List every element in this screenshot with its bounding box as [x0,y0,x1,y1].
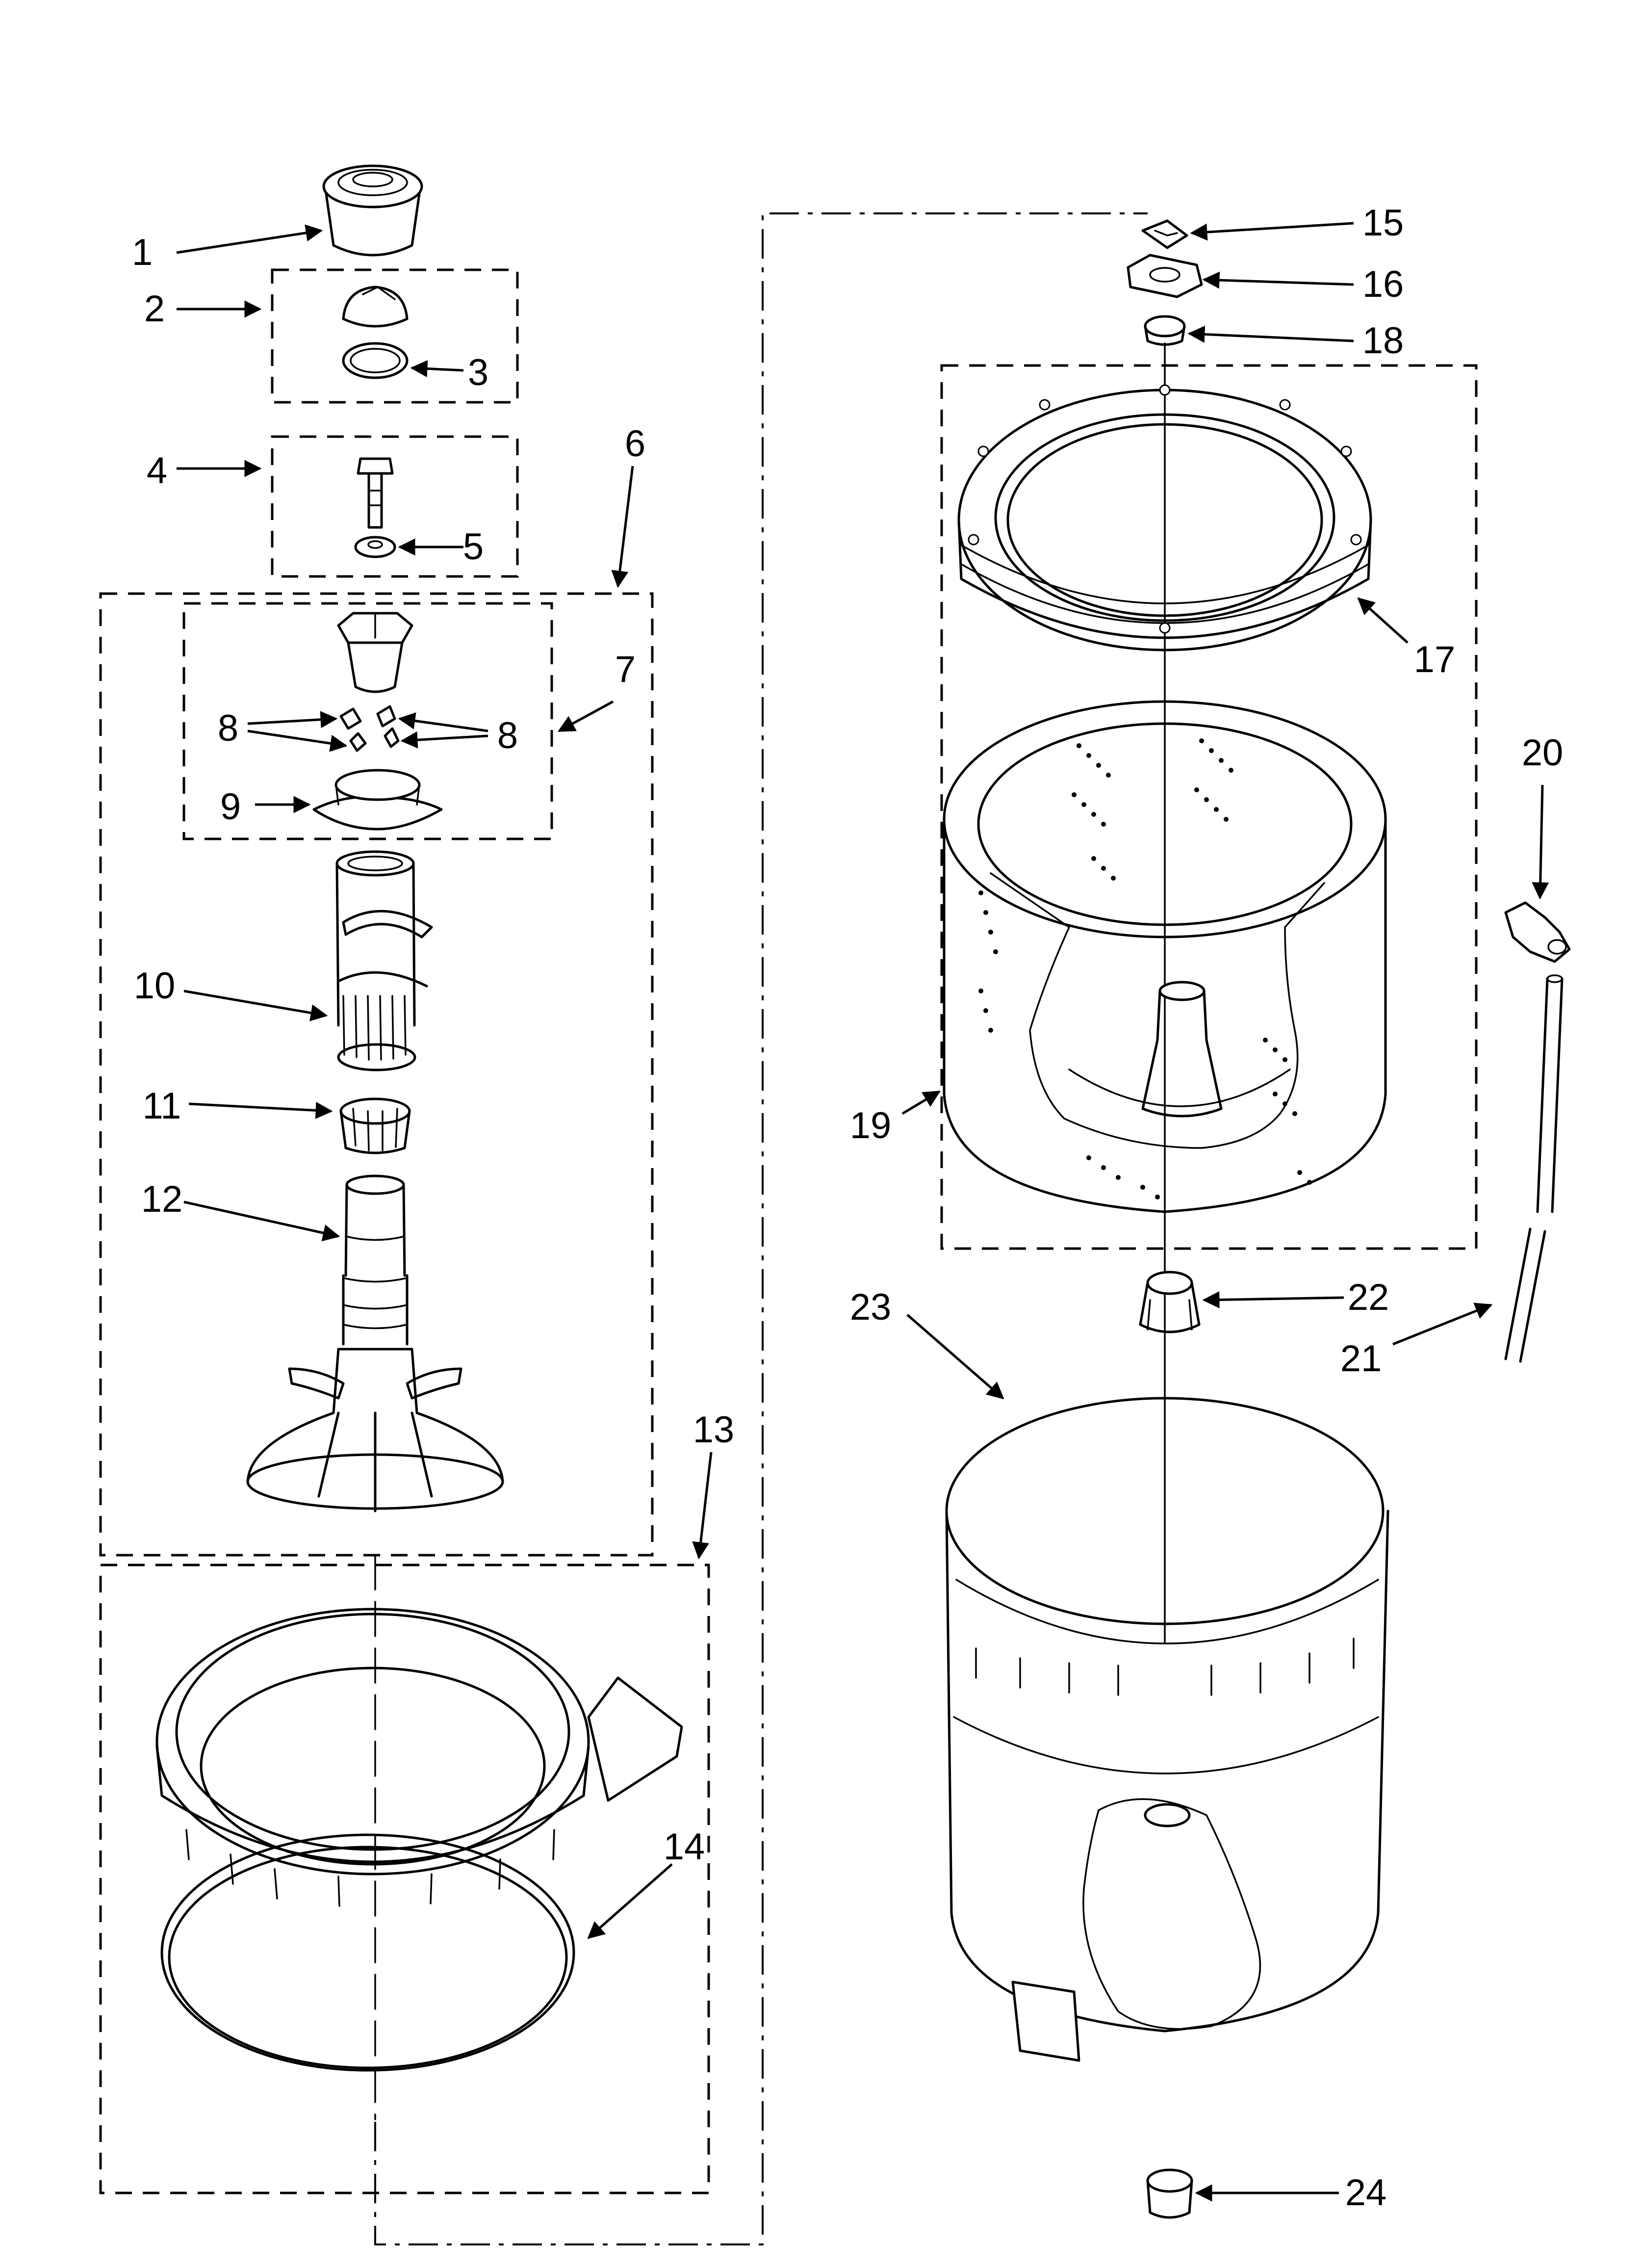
leader-23 [906,1314,1004,1400]
leader-3 [410,360,464,377]
callout-3: 3 [468,352,488,393]
part-11-coupler [339,1097,411,1154]
part-3-o-ring [342,342,409,379]
callout-18: 18 [1362,320,1404,362]
part-1-cap [322,164,423,257]
part-22-coupling [1139,1271,1201,1333]
callout-20: 20 [1522,732,1564,774]
callout-16: 16 [1362,263,1404,305]
part-8-dogs [339,705,400,752]
part-21-hose [1504,974,1564,1363]
leader-7 [557,700,614,732]
part-13-tub-ring [155,1608,683,1907]
leader-15 [1190,222,1354,241]
leader-1 [176,224,323,254]
part-20-hose-clip [1504,901,1571,963]
callout-22: 22 [1348,1277,1389,1318]
group-box-2-3 [271,268,519,404]
part-5-washer [354,536,396,558]
callout-21: 21 [1340,1338,1382,1380]
callout-14: 14 [664,1826,705,1868]
callout-7: 7 [615,649,636,690]
callout-13: 13 [693,1409,735,1451]
leader-6 [611,466,634,588]
callout-10: 10 [134,965,176,1007]
callout-8-right: 8 [497,715,518,756]
leader-16 [1202,271,1354,289]
leader-11 [188,1101,333,1119]
leader-18 [1187,325,1354,343]
leader-19 [901,1090,941,1115]
callout-23: 23 [850,1286,892,1328]
callout-5: 5 [463,526,484,568]
leader-20 [1532,784,1549,900]
part-23-outer-tub [945,1397,1389,2062]
leader-17 [1357,597,1409,644]
part-17-balance-ring [957,384,1372,652]
callout-4: 4 [147,450,167,492]
part-10-auger [335,850,433,1071]
part-2-cover [342,286,409,328]
leader-21 [1392,1303,1493,1346]
leader-13 [692,1452,713,1560]
leader-22 [1202,1291,1344,1308]
callout-11: 11 [143,1085,181,1127]
callout-24: 24 [1345,2172,1387,2214]
assembly-path-line [374,212,1148,2245]
part-9-retainer [312,769,443,831]
callout-1: 1 [132,232,153,273]
part-19-basket [943,700,1387,1213]
callout-2: 2 [144,288,165,330]
part-12-agitator-base [246,1174,504,1512]
callout-9: 9 [220,786,241,828]
callout-17: 17 [1414,639,1456,680]
callout-15: 15 [1362,202,1404,244]
part-16-nut-plate [1127,254,1203,298]
group-box-17-19 [940,364,1478,1250]
callout-8-left: 8 [218,707,238,749]
part-14-seal-ring [160,1833,575,2072]
leader-10 [183,990,328,1021]
callout-12: 12 [141,1178,183,1220]
callout-19: 19 [850,1105,892,1147]
part-15-clip [1141,219,1188,249]
part-4-bolt [357,457,394,529]
leader-12 [183,1200,340,1242]
leader-8a2 [247,730,348,752]
leader-14 [587,1863,673,1939]
leader-8b [398,712,488,732]
part-7-agitator-cap [337,612,413,693]
group-box-4-5 [271,435,519,578]
callout-6: 6 [625,423,645,465]
leader-8b2 [400,731,488,749]
group-box-6 [99,592,654,1557]
leader-8a [247,711,338,729]
part-18-hub-nut [1144,315,1186,346]
part-24-plug [1146,2168,1193,2219]
group-box-13 [99,1564,710,2194]
basket-perforations [978,738,1312,1199]
